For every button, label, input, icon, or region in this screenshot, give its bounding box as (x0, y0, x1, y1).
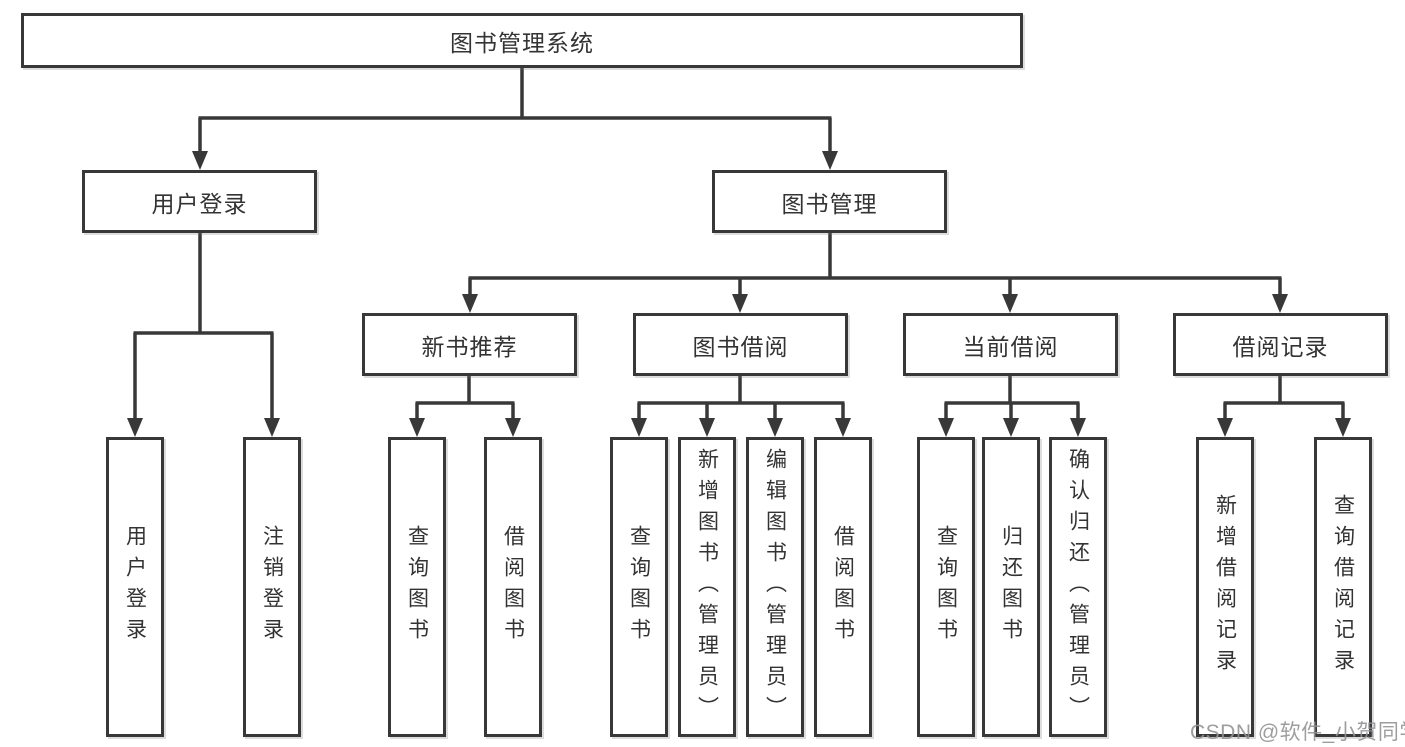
node-new-book-recommendation: 新书推荐 (362, 313, 577, 376)
leaf-return-book: 归还图书 (982, 437, 1040, 737)
leaf-query-books-borrowing: 查询图书 (610, 437, 668, 737)
leaf-borrow-books-recommend: 借阅图书 (484, 437, 542, 737)
node-book-borrowing: 图书借阅 (633, 313, 848, 376)
node-borrowing-records: 借阅记录 (1173, 313, 1388, 376)
leaf-borrow-books: 借阅图书 (814, 437, 872, 737)
leaf-user-login: 用户登录 (106, 437, 164, 737)
arrowheads (127, 151, 1351, 437)
node-current-borrowing: 当前借阅 (903, 313, 1118, 376)
leaf-query-borrow-record: 查询借阅记录 (1314, 437, 1372, 737)
leaf-query-books-recommend: 查询图书 (388, 437, 446, 737)
leaf-query-books-current: 查询图书 (917, 437, 975, 737)
node-library-management-system: 图书管理系统 (21, 13, 1023, 68)
leaf-edit-book-admin: 编辑图书（管理员） (746, 437, 804, 737)
leaf-confirm-return-admin: 确认归还（管理员） (1049, 437, 1107, 737)
node-book-management: 图书管理 (712, 170, 947, 233)
leaf-add-borrow-record: 新增借阅记录 (1196, 437, 1254, 737)
watermark-text: CSDN @软件_小贺同学 (1190, 721, 1405, 744)
leaf-add-book-admin: 新增图书（管理员） (678, 437, 736, 737)
node-user-login: 用户登录 (82, 170, 317, 233)
leaf-logout: 注销登录 (243, 437, 301, 737)
